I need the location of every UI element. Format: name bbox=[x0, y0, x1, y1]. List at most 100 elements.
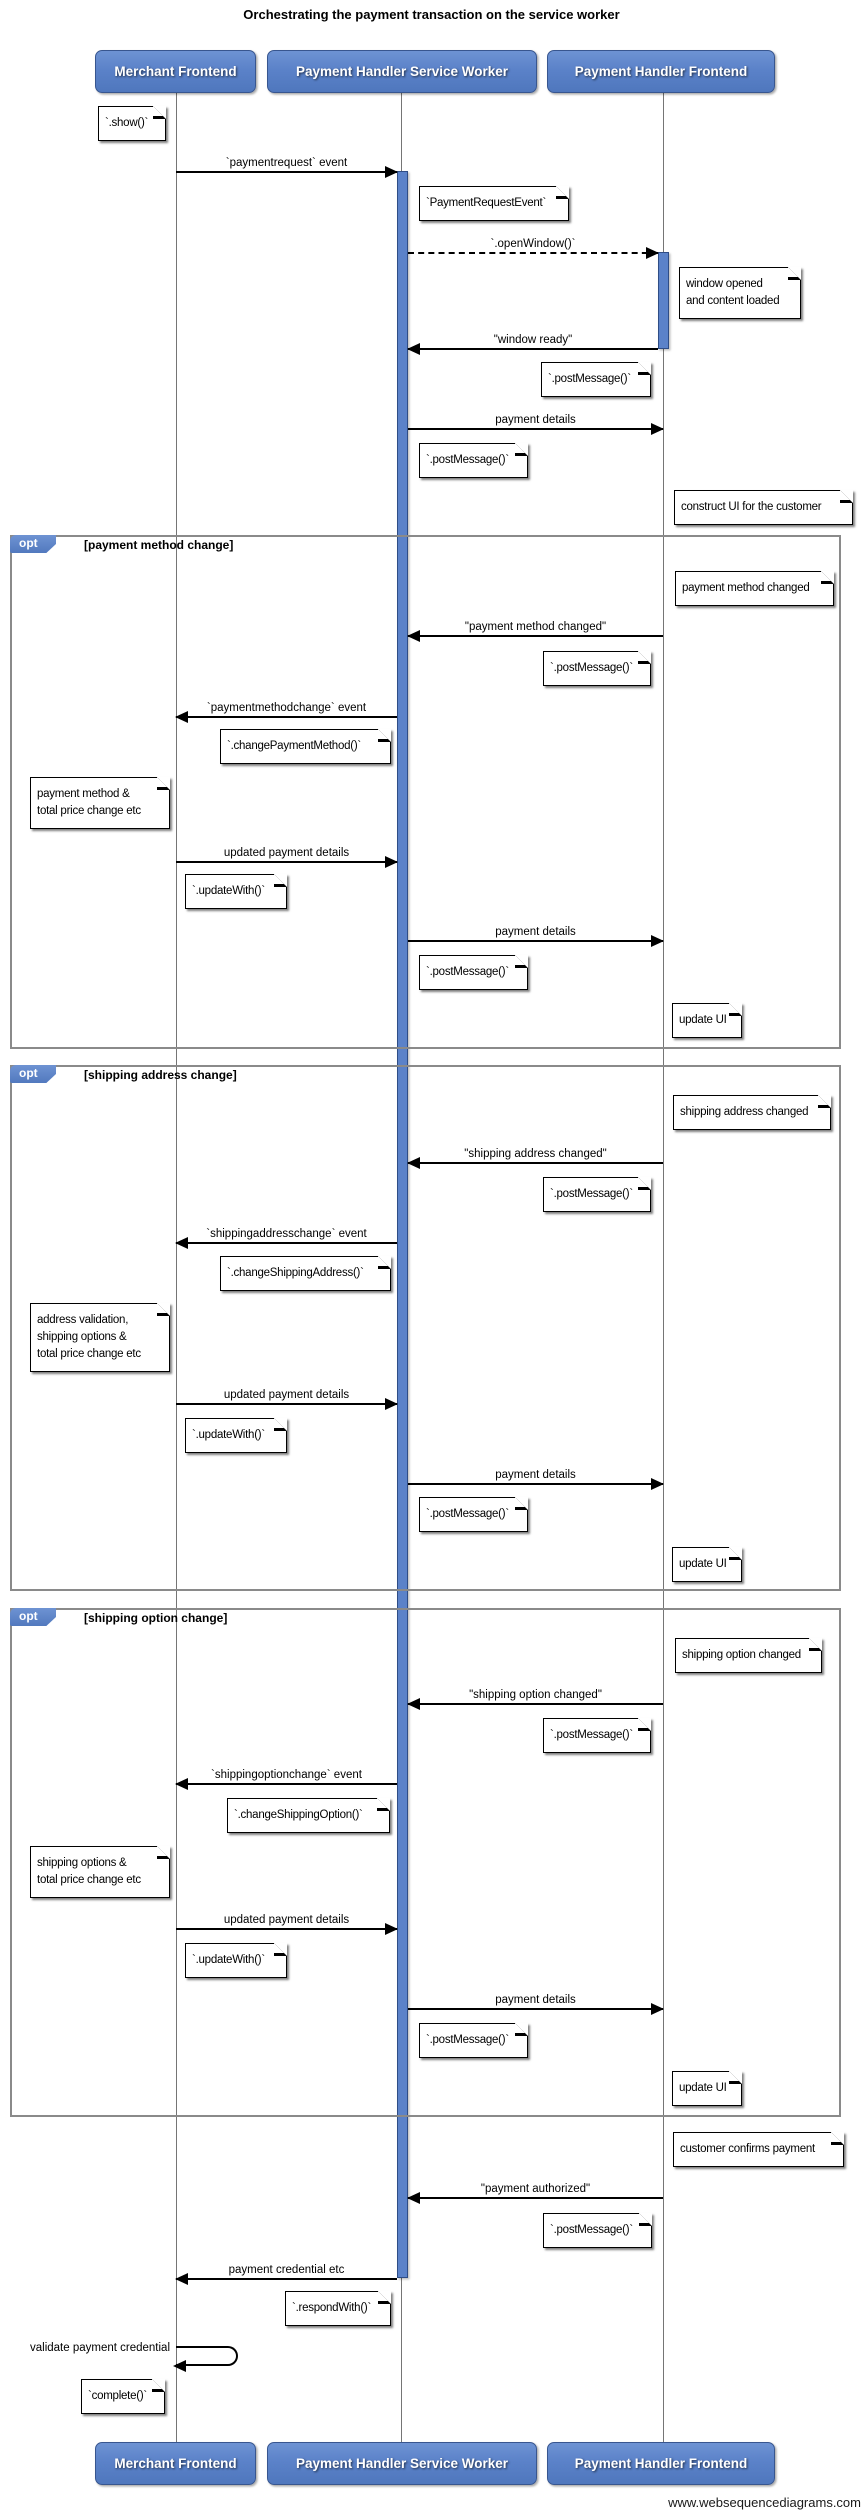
sequence-message: payment details bbox=[408, 921, 664, 947]
fragment-condition: [shipping option change] bbox=[84, 1611, 228, 1625]
fragment-condition: [payment method change] bbox=[84, 538, 234, 552]
note: `.updateWith()` bbox=[185, 1418, 287, 1453]
note: `.changePaymentMethod()` bbox=[220, 729, 391, 764]
note: `.postMessage()` bbox=[419, 955, 528, 990]
note: `PaymentRequestEvent` bbox=[419, 186, 569, 221]
note: window opened and content loaded bbox=[679, 267, 801, 319]
message-label: updated payment details bbox=[223, 847, 350, 859]
message-line bbox=[408, 1483, 663, 1485]
message-line bbox=[176, 1403, 397, 1405]
arrowhead-icon bbox=[385, 856, 398, 868]
arrowhead-icon bbox=[651, 2003, 664, 2015]
sequence-message: updated payment details bbox=[176, 842, 398, 868]
sequence-message: "window ready" bbox=[407, 329, 658, 355]
message-line bbox=[176, 171, 397, 173]
note: `.postMessage()` bbox=[543, 1177, 651, 1212]
arrowhead-icon bbox=[385, 1398, 398, 1410]
note: `.postMessage()` bbox=[543, 651, 651, 686]
message-label: `paymentrequest` event bbox=[225, 157, 348, 169]
message-line bbox=[408, 348, 658, 350]
participant-label: Merchant Frontend bbox=[114, 2456, 237, 2471]
note: `.postMessage()` bbox=[541, 362, 651, 397]
note: `.postMessage()` bbox=[543, 1718, 651, 1753]
message-label: "shipping option changed" bbox=[469, 1689, 602, 1701]
sequence-message: "payment method changed" bbox=[407, 616, 663, 642]
message-label: updated payment details bbox=[223, 1914, 350, 1926]
participant-service-worker-top: Payment Handler Service Worker bbox=[267, 50, 537, 93]
note: `.postMessage()` bbox=[419, 443, 528, 478]
arrowhead-icon bbox=[175, 1778, 188, 1790]
message-label: payment details bbox=[495, 926, 576, 938]
note: `.updateWith()` bbox=[185, 1943, 287, 1978]
arrowhead-icon bbox=[651, 423, 664, 435]
note: `.changeShippingOption()` bbox=[227, 1798, 390, 1833]
arrowhead-icon bbox=[175, 2273, 188, 2285]
fragment-shipping-address-change: opt [shipping address change] bbox=[10, 1065, 841, 1591]
note: construct UI for the customer bbox=[674, 490, 853, 525]
note: `.changeShippingAddress()` bbox=[220, 1256, 391, 1291]
sequence-message: payment credential etc bbox=[175, 2259, 397, 2285]
message-line bbox=[408, 940, 663, 942]
activation-bar-handler-frontend bbox=[658, 252, 669, 349]
note: update UI bbox=[672, 1547, 742, 1582]
note: shipping options & total price change et… bbox=[30, 1846, 170, 1898]
sequence-message: `paymentmethodchange` event bbox=[175, 697, 397, 723]
note: update UI bbox=[672, 2071, 742, 2106]
arrowhead-icon bbox=[651, 1478, 664, 1490]
sequence-message: "payment authorized" bbox=[407, 2178, 663, 2204]
participant-label: Payment Handler Frontend bbox=[574, 2456, 748, 2471]
sequence-message: `shippingaddresschange` event bbox=[175, 1223, 397, 1249]
arrowhead-icon bbox=[175, 711, 188, 723]
participant-merchant-frontend-bottom: Merchant Frontend bbox=[95, 2442, 256, 2485]
message-line bbox=[176, 861, 397, 863]
arrowhead-icon bbox=[407, 1157, 420, 1169]
fragment-payment-method-change: opt [payment method change] bbox=[10, 535, 841, 1049]
message-line bbox=[176, 2278, 397, 2280]
note: `.postMessage()` bbox=[419, 1497, 528, 1532]
message-label: `paymentmethodchange` event bbox=[206, 702, 367, 714]
message-line bbox=[408, 1703, 663, 1705]
message-line bbox=[408, 2008, 663, 2010]
message-line bbox=[176, 1783, 397, 1785]
message-line bbox=[176, 716, 397, 718]
message-line bbox=[176, 1928, 397, 1930]
note: `complete()` bbox=[81, 2379, 165, 2414]
note: payment method & total price change etc bbox=[30, 777, 170, 829]
sequence-message: payment details bbox=[408, 1464, 664, 1490]
participant-label: Payment Handler Service Worker bbox=[295, 2456, 509, 2471]
participant-label: Merchant Frontend bbox=[114, 64, 237, 79]
message-label: validate payment credential bbox=[30, 2342, 170, 2354]
message-label: "payment method changed" bbox=[464, 621, 607, 633]
lifeline-merchant-frontend bbox=[176, 93, 177, 2442]
sequence-message: `shippingoptionchange` event bbox=[175, 1764, 397, 1790]
message-label: payment details bbox=[495, 414, 576, 426]
note: update UI bbox=[672, 1003, 742, 1038]
message-label: `.openWindow()` bbox=[490, 238, 576, 250]
note: `.postMessage()` bbox=[419, 2023, 528, 2058]
note: `.updateWith()` bbox=[185, 874, 287, 909]
message-label: payment details bbox=[495, 1469, 576, 1481]
note: `.show()` bbox=[98, 106, 166, 141]
message-line bbox=[176, 1242, 397, 1244]
message-label: payment details bbox=[495, 1994, 576, 2006]
activation-bar-service-worker bbox=[397, 171, 408, 2278]
arrowhead-icon bbox=[407, 1698, 420, 1710]
participant-handler-frontend-top: Payment Handler Frontend bbox=[547, 50, 775, 93]
note: shipping address changed bbox=[673, 1095, 831, 1130]
arrowhead-icon bbox=[385, 166, 398, 178]
sequence-message: payment details bbox=[408, 409, 664, 435]
message-line bbox=[408, 635, 663, 637]
fragment-keyword-tab: opt bbox=[10, 1065, 56, 1083]
arrowhead-icon bbox=[646, 247, 659, 259]
sequence-message: updated payment details bbox=[176, 1384, 398, 1410]
participant-label: Payment Handler Service Worker bbox=[295, 64, 509, 79]
message-line bbox=[408, 428, 663, 430]
lifeline-handler-frontend bbox=[663, 93, 664, 2442]
message-label: `shippingaddresschange` event bbox=[206, 1228, 367, 1240]
note: `.postMessage()` bbox=[543, 2213, 652, 2248]
sequence-message: "shipping address changed" bbox=[407, 1143, 663, 1169]
message-label: "window ready" bbox=[493, 334, 573, 346]
fragment-keyword-tab: opt bbox=[10, 1608, 56, 1626]
arrowhead-icon bbox=[407, 343, 420, 355]
